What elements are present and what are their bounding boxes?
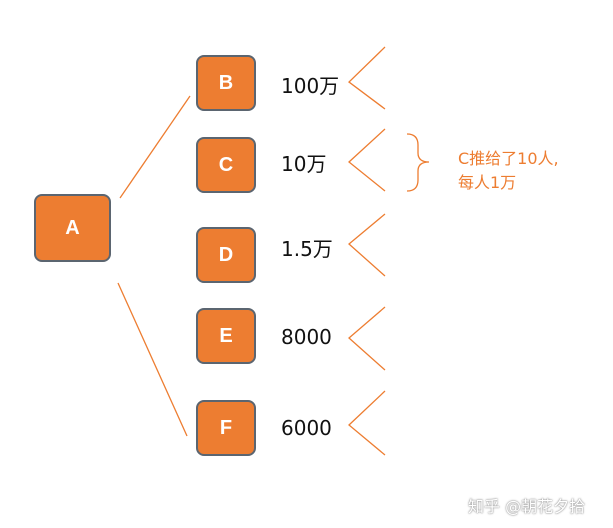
watermark: 知乎 @朝花夕拾 [468, 497, 586, 516]
branch-chevron-b [348, 46, 386, 110]
amount-d: 1.5万 [281, 237, 333, 261]
amount-f: 6000 [281, 416, 332, 440]
node-e-label: E [219, 324, 233, 347]
node-c: C [196, 137, 256, 193]
connector-a-f [117, 282, 188, 437]
connector-a-b [119, 95, 191, 199]
amount-e: 8000 [281, 325, 332, 349]
node-d: D [196, 227, 256, 283]
note-line-2: 每人1万 [458, 173, 517, 192]
note-brace [406, 133, 430, 192]
node-b: B [196, 55, 256, 111]
branch-chevron-d [348, 213, 386, 277]
branch-chevron-c [348, 128, 386, 192]
node-a-label: A [65, 216, 80, 239]
node-f: F [196, 400, 256, 456]
branch-chevron-f [348, 390, 386, 456]
note-text: C推给了10人, 每人1万 [458, 147, 559, 195]
node-f-label: F [219, 416, 233, 439]
amount-c: 10万 [281, 152, 327, 176]
node-e: E [196, 308, 256, 364]
node-d-label: D [218, 243, 234, 266]
branch-chevron-e [348, 306, 386, 371]
node-a: A [34, 194, 111, 262]
node-b-label: B [218, 71, 234, 94]
note-line-1: C推给了10人, [458, 149, 559, 168]
amount-b: 100万 [281, 74, 340, 98]
node-c-label: C [218, 153, 234, 176]
